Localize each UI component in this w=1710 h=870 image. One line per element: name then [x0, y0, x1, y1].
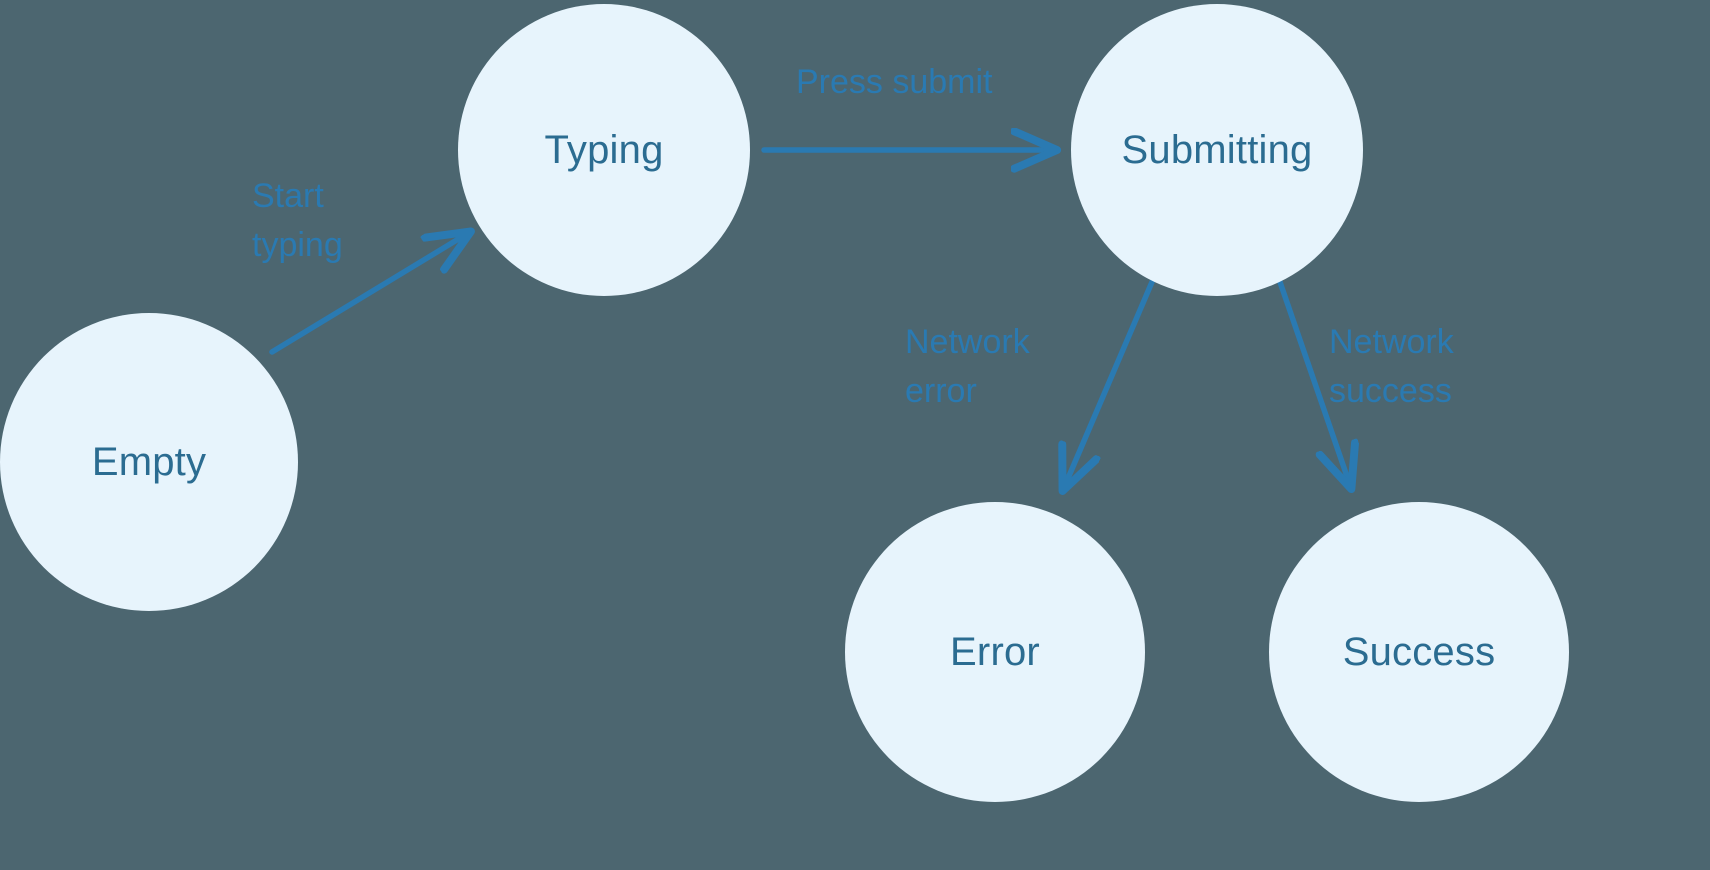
state-node-submitting[interactable]: Submitting: [1071, 4, 1363, 296]
state-label-error: Error: [950, 629, 1040, 674]
state-node-error[interactable]: Error: [845, 502, 1145, 802]
state-label-submitting: Submitting: [1121, 127, 1313, 172]
state-node-typing[interactable]: Typing: [458, 4, 750, 296]
state-label-empty: Empty: [91, 439, 207, 484]
state-node-success[interactable]: Success: [1269, 502, 1569, 802]
edge-line-empty-to-typing: [269, 232, 470, 355]
edge-line-submitting-to-success: [1277, 279, 1351, 488]
state-label-success: Success: [1342, 629, 1496, 674]
state-node-empty[interactable]: Empty: [0, 313, 298, 611]
state-label-typing: Typing: [544, 127, 664, 172]
edge-line-submitting-to-error: [1063, 279, 1155, 490]
